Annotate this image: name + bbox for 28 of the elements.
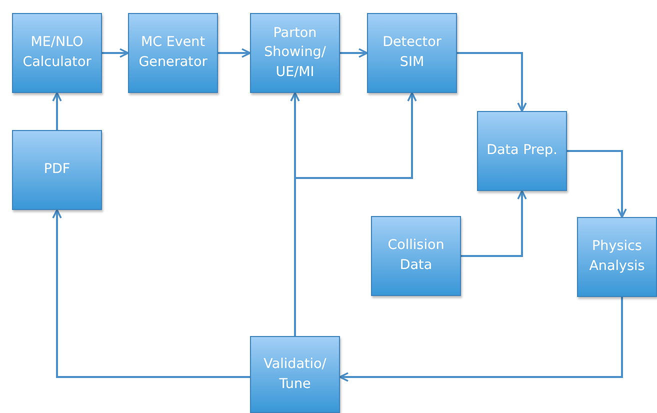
process-box bbox=[577, 217, 657, 297]
process-box bbox=[371, 216, 461, 296]
arrow bbox=[461, 190, 527, 257]
box-label: Detector SIM bbox=[382, 33, 442, 72]
arrow bbox=[340, 48, 368, 58]
arrow bbox=[339, 297, 623, 382]
process-box bbox=[12, 13, 102, 93]
box-label: Data Prep. bbox=[486, 141, 558, 160]
box-label: ME/NLO Calculator bbox=[22, 33, 92, 72]
process-box bbox=[128, 13, 218, 93]
box-label: Validatio/ Tune bbox=[262, 354, 328, 394]
arrow bbox=[52, 209, 250, 378]
box-label: Parton Showing/ UE/MI bbox=[263, 24, 327, 82]
process-box bbox=[12, 130, 102, 210]
process-box bbox=[367, 13, 457, 93]
arrow bbox=[294, 92, 417, 336]
process-box bbox=[477, 111, 567, 191]
box-label: Collision Data bbox=[386, 236, 446, 275]
box-label: MC Event Generator bbox=[138, 33, 208, 72]
arrow bbox=[102, 48, 129, 58]
arrow bbox=[218, 48, 251, 58]
arrow bbox=[457, 52, 527, 112]
box-label: Physics Analysis bbox=[588, 237, 646, 276]
process-box bbox=[250, 13, 340, 93]
arrow bbox=[567, 150, 627, 218]
process-box bbox=[250, 336, 340, 413]
box-label: PDF bbox=[42, 160, 72, 180]
arrow bbox=[52, 92, 62, 130]
